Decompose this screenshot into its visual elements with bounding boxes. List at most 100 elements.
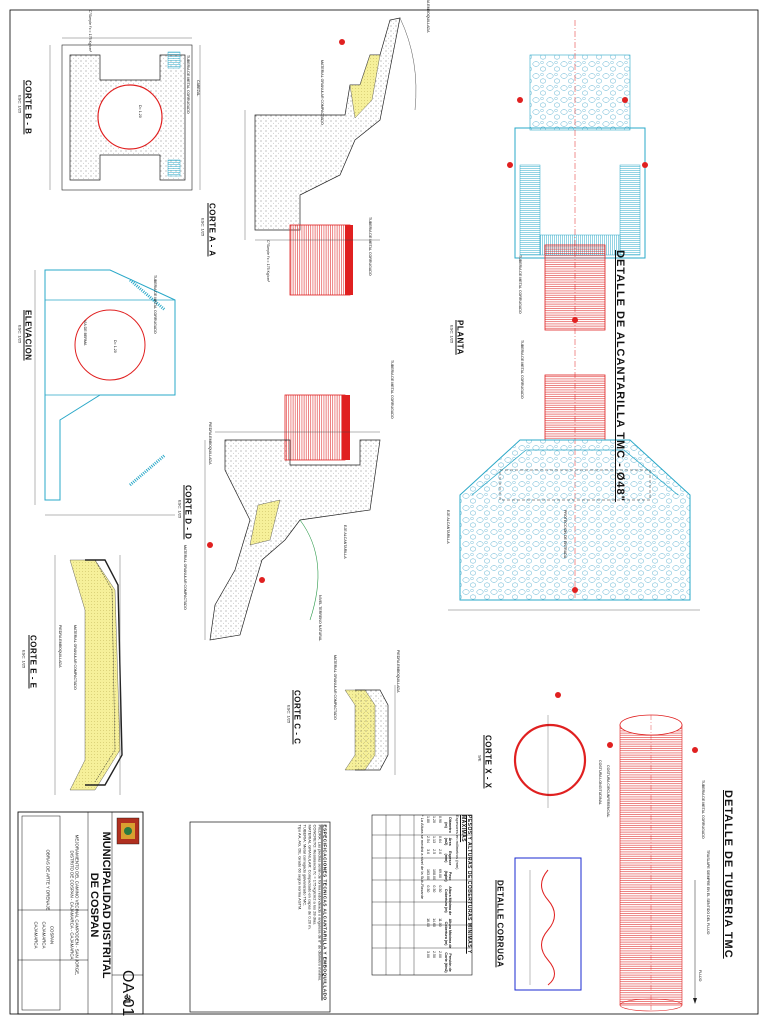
weights-table-subtitle: Espesores en milímetros (mm)	[455, 815, 460, 870]
table-cell: 2.54	[426, 836, 430, 843]
terreno-label-dd: NIVEL TERRENO NATURAL	[318, 595, 323, 642]
corte-xx-scale: S/E	[477, 755, 483, 762]
tuberia-label-aa: TUBERIA DE METAL CORRUGADO	[368, 217, 373, 276]
corte-ee-scale: ESC: 1/25	[21, 650, 27, 669]
table-cell: 3.0	[426, 849, 430, 855]
corte-cc-drawing	[344, 685, 396, 775]
table-row: 1.80 2.54 3.0 163.00 0.30 16.00 3.00	[425, 815, 431, 975]
material-label-dd: MATERIAL GRANULAR COMPACTADO	[183, 545, 188, 610]
tuberia-label-elev: TUBERIA DE METAL CORRUGADO	[153, 275, 158, 334]
weights-table-frame	[371, 814, 473, 976]
eje-label-planta: EJE ALCANTARILLA	[446, 510, 451, 544]
costura-circ-label: COSTURA CIRCUNFERENCIAL	[606, 765, 611, 818]
table-cell: 69.00	[438, 868, 442, 878]
weights-table: PESOS Y ALTURAS DE COBERTURAS MINIMAS Y …	[372, 815, 472, 975]
table-cell: 0.30	[432, 885, 436, 893]
table-cell: 2.00	[438, 951, 442, 959]
elevacion-drawing	[34, 269, 176, 516]
th-espesor: Espesor (mm)	[444, 850, 452, 866]
material-label-cc: MATERIAL GRANULAR COMPACTADO	[333, 655, 338, 720]
corte-aa-scale: ESC: 1/25	[200, 218, 206, 237]
th-presion: Presión de Corte (t/m2)	[444, 952, 452, 973]
province-value: CAJAMARCA	[41, 921, 47, 949]
municipality-name: MUNICIPALIDAD DISTRITAL DE COSPAN	[88, 831, 112, 979]
diameter-label-bb: D= 1.20	[138, 105, 143, 118]
specs-title: ESPECIFICACIONES TECNICAS ALCANTARILLA Y…	[322, 824, 328, 1001]
corte-aa-drawing	[244, 17, 417, 296]
concrete-label-bb: C°Simple f'c = 175 Kg/cm²	[88, 10, 93, 52]
th-diametro: Diámetro (m)	[444, 817, 452, 833]
corte-cc-title: CORTE C - C	[292, 690, 302, 745]
th-area: Área (m2)	[444, 837, 452, 846]
tuberia-label-pipe: TUBERIA DE METAL CORRUGADO	[701, 780, 706, 839]
main-pipe-title: DETALLE DE TUBERIA TMC	[722, 790, 734, 959]
project-name: MEJORAMIENTO DEL CAMINO VECINAL CAMPODEN…	[69, 834, 80, 976]
specs-line: MATERIAL GRANULAR: Compactado en capas d…	[307, 824, 313, 930]
elevacion-scale: ESC: 1/25	[17, 325, 23, 344]
eje-label-dd: EJE ALCANTARILLA	[343, 525, 348, 559]
table-cell: 0.64	[438, 836, 442, 843]
drawing-name: OBRAS DE ARTE Y DRENAJE	[45, 849, 51, 911]
table-cell: 16.00	[426, 918, 430, 928]
specs-block: ESPECIFICACIONES TECNICAS ALCANTARILLA Y…	[193, 825, 328, 1010]
detalle-corruga-title: DETALLE CORRUGA	[495, 880, 505, 968]
piedra-label-dd: PIEDRA EMBOQUILLADA	[208, 422, 213, 465]
table-cell: 1.20	[432, 816, 436, 823]
corte-bb-drawing	[49, 37, 201, 191]
material-label-ee: MATERIAL GRANULAR COMPACTADO	[73, 625, 78, 690]
th-alt-max: Altura Máxima de Cobertura (m)	[444, 918, 452, 949]
corte-dd-drawing	[204, 394, 381, 641]
corte-aa-title: CORTE A - A	[207, 203, 217, 257]
weights-table-title: PESOS Y ALTURAS DE COBERTURAS MINIMAS Y …	[460, 815, 472, 954]
table-cell: 163.00	[426, 868, 430, 880]
via-label-elev: VIA DE BERMA	[83, 320, 88, 346]
elevacion-title: ELEVACION	[23, 310, 33, 361]
table-cell: 0.30	[426, 885, 430, 893]
table-cell: 11.00	[438, 918, 442, 927]
table-cell: 1.80	[426, 816, 430, 823]
tuberia-label-bb: TUBERIA DE METAL CORRUGADO	[186, 55, 191, 114]
weights-table-header-row: Diámetro (m) Área (m2) Espesor (mm) Peso…	[443, 815, 453, 975]
specs-box	[189, 821, 331, 1013]
material-label-aa: MATERIAL GRANULAR COMPACTADO	[320, 60, 325, 125]
flujo-label: FLUJO	[698, 970, 703, 982]
weights-table-note: * La Altura se medirá a nivel de la Sub-…	[420, 815, 425, 900]
table-cell: 14.60	[432, 918, 436, 928]
th-alt-min: Altura Mínima de Cobertura (m)	[444, 886, 452, 916]
corte-xx-drawing	[513, 715, 587, 808]
title-block-frame	[17, 811, 144, 1015]
tuberia-label-dd: TUBERIA DE METAL CORRUGADO	[390, 360, 395, 419]
corruga-detail-drawing	[514, 857, 582, 991]
weights-table-grid: Diámetro (m) Área (m2) Espesor (mm) Peso…	[425, 815, 453, 975]
table-cell: 2.50	[432, 951, 436, 959]
planta-scale: ESC: 1/25	[449, 325, 455, 344]
table-cell: 2.0	[438, 849, 442, 855]
region-value: CAJAMARCA	[33, 921, 39, 949]
piedra-label-ee: PIEDRA EMBOQUILLADA	[58, 625, 63, 668]
tuberia-label-planta-2: TUBERIA DE METAL CORRUGADO	[520, 340, 525, 399]
piedra-label-aa: PIEDRA EMBOQUILLADA	[426, 0, 431, 33]
traslape-label: TRASLAPE SIEMPRE EN EL SENTIDO DEL FLUJO	[706, 850, 711, 935]
table-row: 1.20 1.13 2.5 108.00 0.30 14.60 2.50	[431, 815, 437, 975]
table-cell: 3.00	[426, 951, 430, 959]
corte-ee-title: CORTE E - E	[28, 635, 38, 689]
corte-cc-scale: ESC: 1/25	[286, 705, 292, 724]
table-cell: 0.30	[438, 885, 442, 893]
corte-bb-title: CORTE B - B	[23, 80, 33, 135]
corte-bb-scale: ESC: 1/25	[17, 95, 23, 114]
table-cell: 108.00	[432, 868, 436, 880]
table-cell: 2.5	[432, 849, 436, 855]
costura-long-label: COSTURA LONGITUDINAL	[598, 760, 603, 805]
table-row: 0.90 0.64 2.0 69.00 0.30 11.00 2.00	[437, 815, 443, 975]
table-cell: 1.13	[432, 836, 436, 843]
pipe-detail-drawing	[619, 714, 697, 1012]
corte-ee-drawing	[54, 555, 123, 795]
district-value: COSPAN	[49, 925, 55, 945]
tuberia-label-planta: TUBERIA DE METAL CORRUGADO	[518, 255, 523, 314]
section-markers	[207, 39, 698, 753]
specs-line: CONCRETO: Resistencia f'c = 175 kg/cm2 a…	[312, 824, 318, 926]
cabezal-label: CABEZAL	[196, 80, 201, 97]
corte-xx-title: CORTE X - X	[483, 735, 493, 789]
